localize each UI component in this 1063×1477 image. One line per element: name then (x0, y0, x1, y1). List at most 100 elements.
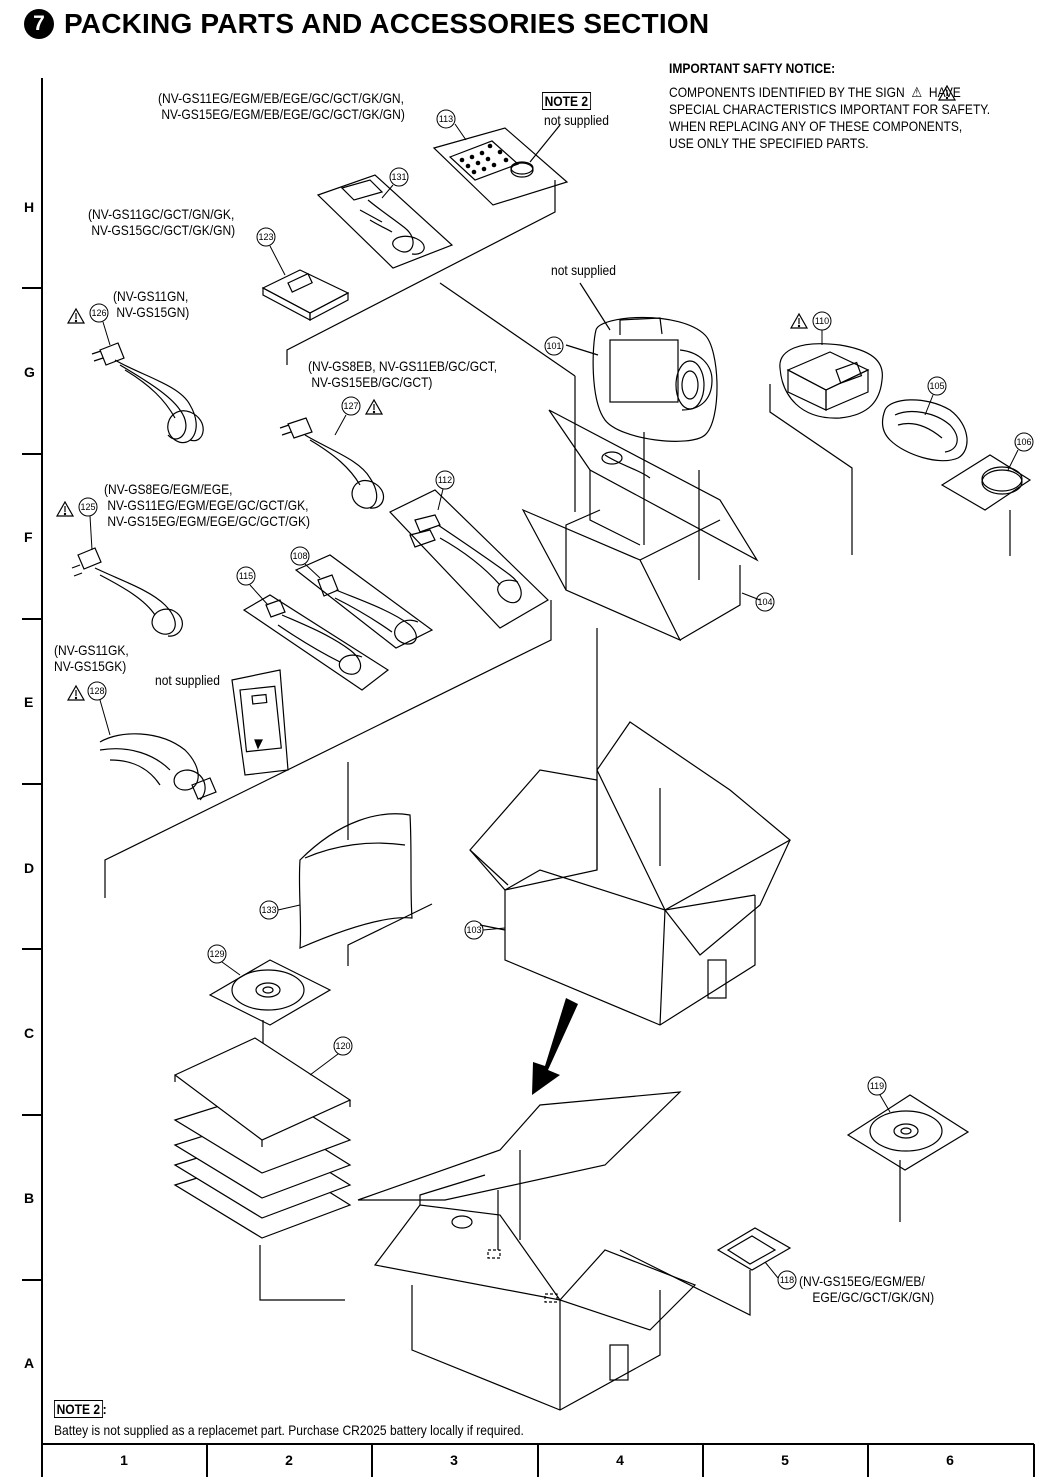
callout-number-133: 133 (261, 905, 276, 915)
safety-line-1: COMPONENTS IDENTIFIED BY THE SIGN ⚠ HAVE (669, 84, 961, 100)
warning-icon (66, 684, 86, 701)
coin-battery-part (940, 454, 1032, 511)
safety-line-2: SPECIAL CHARACTERISTICS IMPORTANT FOR SA… (669, 101, 991, 117)
grid-row-label: A (24, 1355, 35, 1371)
callout-number-123: 123 (258, 232, 273, 242)
callout-number-126: 126 (91, 308, 106, 318)
callout-number-110: 110 (815, 316, 829, 326)
model-note-128: (NV-GS11GK, NV-GS15GK) (54, 642, 129, 674)
outer-carton-part (357, 1091, 697, 1411)
warning-icon (55, 500, 75, 517)
not-supplied-battery-label: not supplied (544, 112, 609, 128)
warning-icon (789, 312, 809, 329)
callout-115 (236, 566, 269, 606)
callout-112 (435, 470, 455, 511)
warning-icon (364, 398, 384, 415)
not-supplied-camera-label: not supplied (551, 262, 616, 278)
grid-col-label: 1 (120, 1452, 128, 1468)
callout-127 (334, 396, 361, 436)
safety-line-4: USE ONLY THE SPECIFIED PARTS. (669, 135, 869, 151)
grid-col-label: 6 (946, 1452, 954, 1468)
grid-col-label: 3 (450, 1452, 458, 1468)
grid-row-label: C (24, 1025, 35, 1041)
power-cord-127-part (279, 417, 384, 509)
callout-numbers: 1131311231261011101051061271251121081151… (80, 114, 1031, 1285)
remote-control-part (432, 124, 569, 206)
callout-number-119: 119 (870, 1081, 884, 1091)
grid-col-label: 4 (616, 1452, 624, 1468)
manual-stack-120-part (173, 1037, 352, 1239)
drawing-frame (22, 78, 1035, 1477)
callout-108 (290, 546, 321, 579)
warning-icon (66, 307, 86, 324)
grid-row-label: F (24, 529, 33, 545)
arrow-down (532, 998, 578, 1095)
grid-row-label: B (24, 1190, 35, 1206)
charger-part (779, 343, 883, 419)
callout-131 (381, 167, 409, 199)
callout-number-115: 115 (239, 571, 253, 581)
callout-110 (812, 311, 832, 345)
model-note-113: (NV-GS11EG/EGM/EB/EGE/GC/GCT/GK/GN, NV-G… (158, 90, 405, 122)
power-cord-126-part (91, 342, 204, 444)
callout-number-104: 104 (757, 597, 772, 607)
callout-number-103: 103 (466, 925, 481, 935)
footer-note-text: Battey is not supplied as a replacemet p… (54, 1422, 524, 1438)
model-note-126: (NV-GS11GN, NV-GS15GN) (113, 288, 190, 320)
av-cable-part (316, 174, 454, 269)
callout-number-125: 125 (80, 502, 95, 512)
warning-icons (55, 84, 957, 701)
callout-133 (259, 900, 301, 920)
callout-120 (309, 1036, 353, 1076)
camcorder-part (565, 282, 718, 442)
safety-line-3: WHEN REPLACING ANY OF THESE COMPONENTS, (669, 118, 963, 134)
cd-119-part (846, 1094, 970, 1171)
callout-number-113: 113 (439, 114, 453, 124)
callout-125 (78, 497, 98, 551)
grid-col-label: 2 (285, 1452, 293, 1468)
callout-113 (436, 109, 467, 141)
warning-icon (937, 84, 957, 101)
callout-number-131: 131 (391, 172, 406, 182)
cd-129-part (208, 959, 332, 1026)
video-cassette-part (261, 269, 350, 321)
section-number-badge: 7 (24, 9, 54, 39)
model-note-123: (NV-GS11GC/GCT/GN/GK, NV-GS15GC/GCT/GK/G… (88, 206, 236, 238)
grid-col-label: 5 (781, 1452, 789, 1468)
grid-row-label: G (24, 364, 35, 380)
battery-pack-part (231, 669, 289, 776)
not-supplied-pack-label: not supplied (155, 672, 220, 688)
callout-number-112: 112 (438, 475, 452, 485)
cable-115-part (242, 594, 390, 691)
callout-119 (867, 1076, 891, 1113)
power-cord-128-part (99, 733, 217, 801)
model-note-118: (NV-GS15EG/EGM/EB/ EGE/GC/GCT/GK/GN) (799, 1273, 935, 1305)
callout-123 (256, 227, 286, 276)
note2-label: NOTE 2 (542, 92, 591, 110)
callout-101 (544, 336, 564, 356)
callout-106 (1007, 432, 1034, 471)
grid-row-label: H (24, 199, 35, 215)
power-cord-125-part (71, 547, 183, 637)
callout-number-120: 120 (335, 1041, 350, 1051)
callout-number-101: 101 (546, 341, 561, 351)
callout-104 (755, 592, 775, 612)
callout-128 (87, 681, 111, 736)
inner-tray-104-part (521, 409, 761, 642)
safety-heading: IMPORTANT SAFTY NOTICE: (669, 60, 836, 76)
callout-number-128: 128 (89, 686, 104, 696)
poly-bag-part (298, 813, 413, 949)
part-callouts (78, 109, 1034, 1290)
footer-note-label: NOTE 2: (54, 1400, 107, 1418)
callout-number-108: 108 (292, 551, 307, 561)
callout-number-105: 105 (929, 381, 944, 391)
cable-108-part (294, 554, 434, 649)
page-title: 7 PACKING PARTS AND ACCESSORIES SECTION (24, 6, 709, 42)
sd-card-part (716, 1227, 792, 1271)
callout-118 (764, 1261, 797, 1290)
grid-row-label: D (24, 860, 35, 876)
outer-box-103-part (469, 721, 792, 1026)
grid-row-label: E (24, 694, 34, 710)
model-note-127: (NV-GS8EB, NV-GS11EB/GC/GCT, NV-GS15EB/G… (308, 358, 498, 390)
